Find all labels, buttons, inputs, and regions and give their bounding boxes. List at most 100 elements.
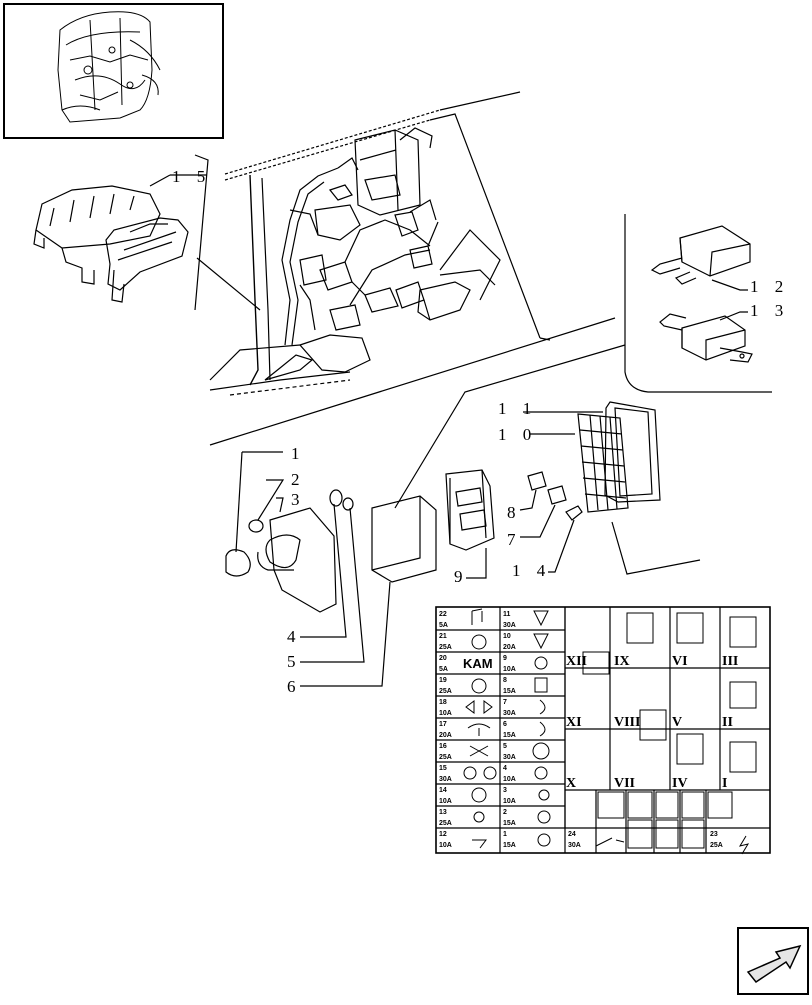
part-4-washer[interactable] — [329, 489, 343, 507]
next-page-arrow-button[interactable] — [737, 927, 809, 995]
fuse-10-number: 10 — [503, 633, 511, 640]
fuse-9-rating: 10A — [503, 666, 516, 673]
beam-icon — [539, 699, 546, 715]
indicator-arrows-icon — [465, 700, 493, 714]
leader-15 — [149, 174, 171, 187]
fuse-5-rating: 30A — [503, 754, 516, 761]
fuse-22-number: 22 — [439, 611, 447, 618]
leader-9 — [466, 548, 487, 579]
locator-thumbnail[interactable] — [3, 3, 224, 139]
divider-line-middle — [394, 344, 626, 509]
leader-3 — [276, 497, 284, 513]
fuse-23-rating: 25A — [710, 842, 723, 849]
part-5-washer[interactable] — [342, 497, 354, 511]
part-8-mini-fuse[interactable] — [527, 471, 547, 491]
fuse-12-number: 12 — [439, 831, 447, 838]
fuse-18-number: 18 — [439, 699, 447, 706]
callout-10: 1 0 — [498, 425, 537, 444]
part-7-mini-fuse[interactable] — [547, 485, 567, 505]
callout-15: 1 5 — [172, 167, 211, 186]
part-15-fuse-box-cover[interactable] — [33, 185, 189, 303]
hazard-icon — [533, 633, 549, 650]
fuel-pump-icon — [473, 811, 485, 823]
fuse-8-number: 8 — [503, 677, 507, 684]
relay-20-icon — [655, 819, 679, 849]
relay-ix-label: IX — [614, 654, 630, 669]
beam-low-icon — [539, 721, 546, 737]
relay-v-label: V — [672, 715, 682, 730]
part-1-clip[interactable] — [225, 549, 251, 577]
fuse-19-number: 19 — [439, 677, 447, 684]
fuse-12-rating: 10A — [439, 842, 452, 849]
relay-iv-icon — [676, 733, 704, 765]
fuse-labels: 22 5A 21 25A 20 5A 19 25A 18 10A 17 20A … — [439, 611, 723, 849]
relay-xii-icon — [582, 651, 610, 675]
fuse-3-rating: 10A — [503, 798, 516, 805]
relay-iii-icon — [729, 616, 757, 648]
fuse-2-number: 2 — [503, 809, 507, 816]
part-12-relay[interactable] — [650, 225, 751, 285]
leader-12 — [711, 279, 748, 291]
callout-labels: 1 5 1 2 3 4 5 6 7 8 9 1 0 1 1 1 2 1 3 1 … — [172, 167, 783, 696]
part-2-grommet[interactable] — [248, 519, 264, 533]
relay-19-icon — [627, 819, 653, 849]
fuse-relay-chart[interactable] — [435, 606, 771, 854]
callout-5: 5 — [287, 652, 302, 671]
fuse-1-number: 1 — [503, 831, 507, 838]
washer-right-icon — [483, 766, 497, 780]
relay-ii-label: II — [722, 715, 733, 730]
fuse-4-number: 4 — [503, 765, 507, 772]
leader-6 — [300, 581, 391, 687]
arrow-icon — [746, 944, 802, 984]
fuse-14-number: 14 — [439, 787, 447, 794]
relay-i-label: I — [722, 776, 727, 791]
fuse-18-rating: 10A — [439, 710, 452, 717]
fuse-9-number: 9 — [503, 655, 507, 662]
relay-vi-icon — [676, 612, 704, 644]
relay-xi-label: XI — [566, 715, 582, 730]
part-10-fuse-grid[interactable] — [577, 413, 629, 513]
relay-viii-icon — [639, 709, 667, 741]
starter-icon — [472, 839, 487, 849]
relay-14-icon — [597, 791, 625, 819]
heater-icon — [471, 678, 487, 694]
fuse-15-rating: 30A — [439, 776, 452, 783]
relay-x-label: X — [566, 776, 576, 791]
leader-8 — [519, 489, 537, 511]
callout-9: 9 — [454, 567, 469, 586]
part-9-fuse-holder[interactable] — [445, 469, 495, 551]
fuse-20-rating: 5A — [439, 666, 448, 673]
part-13-relay[interactable] — [659, 313, 753, 363]
callout-8: 8 — [507, 503, 522, 522]
relay-icons — [582, 612, 757, 855]
fuel-icon — [534, 677, 548, 693]
fuse-21-number: 21 — [439, 633, 447, 640]
relay-panel-frame — [624, 214, 772, 393]
fuse-17-rating: 20A — [439, 732, 452, 739]
part-3-boot[interactable] — [257, 507, 337, 613]
relay-vi-label: VI — [672, 654, 688, 669]
parking-icon — [534, 766, 548, 780]
fuse-11-number: 11 — [503, 611, 511, 618]
fuse-4-rating: 10A — [503, 776, 516, 783]
work-light-icon — [471, 787, 487, 803]
part-11-fuse-box-lid[interactable] — [604, 401, 661, 503]
callout-4: 4 — [287, 627, 302, 646]
relay-15-icon — [627, 791, 653, 819]
callout-2: 2 — [291, 470, 306, 489]
fuse-5-number: 5 — [503, 743, 507, 750]
fuse-icons — [463, 608, 551, 849]
relay-17-icon — [681, 791, 705, 819]
cab-wiring-scene[interactable] — [194, 109, 501, 396]
leader-7 — [520, 504, 556, 538]
callout-3: 3 — [291, 490, 306, 509]
sun-light-icon — [471, 634, 487, 650]
part-14-fuse-puller[interactable] — [565, 505, 583, 521]
callout-14: 1 4 — [512, 561, 551, 580]
part-6-cover[interactable] — [371, 495, 437, 583]
bolt-icon — [738, 835, 750, 855]
fuse-kam-label: KAM — [463, 656, 493, 671]
fuse-16-rating: 25A — [439, 754, 452, 761]
fuse-14-rating: 10A — [439, 798, 452, 805]
